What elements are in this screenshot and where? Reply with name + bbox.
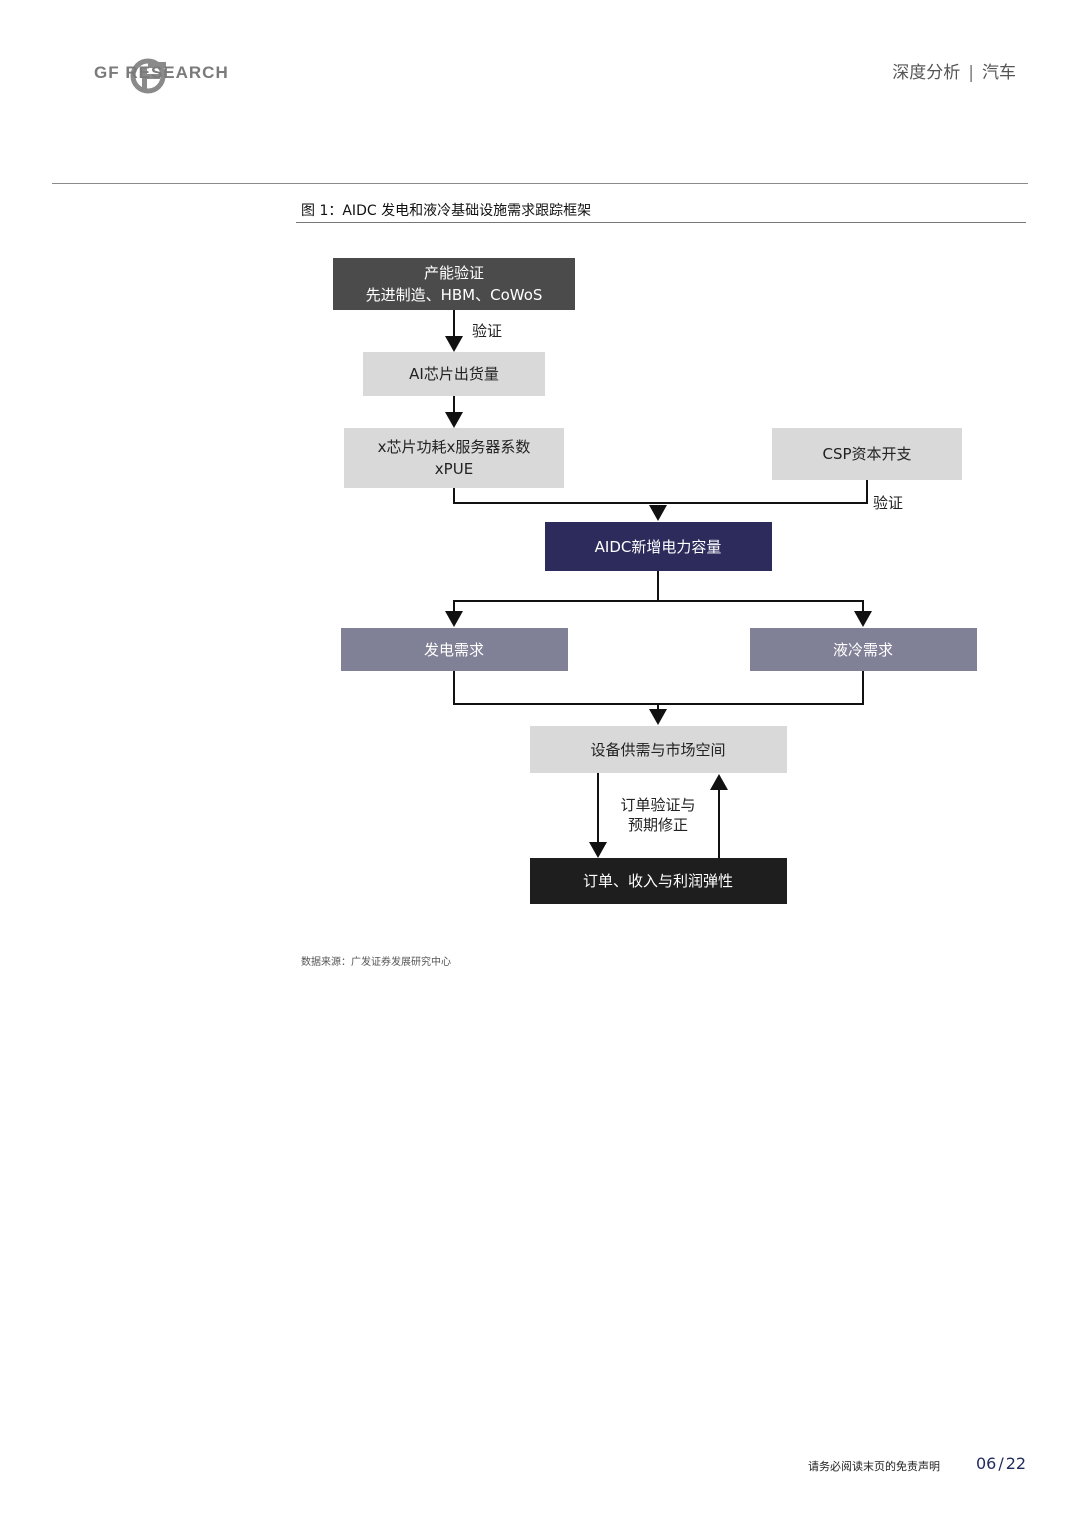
page-current: 06 [976, 1454, 997, 1473]
header-category: 深度分析 | 汽车 [892, 58, 1016, 83]
node-liquid-cooling-label: 液冷需求 [833, 641, 893, 659]
node-orders-label: 订单、收入与利润弹性 [583, 872, 733, 890]
edge-order-label-line1: 订单验证与 [620, 796, 695, 814]
footer-disclaimer: 请务必阅读末页的免责声明 [808, 1460, 940, 1473]
header-divider [52, 183, 1028, 184]
edge-merge-to-supply [453, 671, 864, 725]
node-liquid-cooling-demand: 液冷需求 [750, 628, 977, 671]
edge-aidc-split [445, 571, 872, 627]
header-section: 深度分析 [892, 63, 961, 83]
node-power-line1: x芯片功耗x服务器系数 [378, 438, 531, 456]
node-csp-label: CSP资本开支 [822, 445, 911, 463]
figure-title-divider [296, 222, 1026, 223]
brand-name: GF RESEARCH [94, 63, 229, 82]
page-number: 06/22 [976, 1454, 1026, 1473]
node-ai-chip-shipments: AI芯片出货量 [363, 352, 545, 396]
node-power-line2: xPUE [435, 460, 473, 478]
page-separator: / [998, 1454, 1004, 1473]
node-supply-label: 设备供需与市场空间 [590, 741, 725, 759]
node-equipment-supply-demand: 设备供需与市场空间 [530, 726, 787, 773]
edge-supply-to-orders [589, 773, 607, 858]
edge-order-label-line2: 预期修正 [628, 816, 688, 834]
node-capacity-subtitle: 先进制造、HBM、CoWoS [366, 286, 543, 304]
edge-capacity-to-ai-chip [445, 310, 463, 352]
node-power-generation-demand: 发电需求 [341, 628, 568, 671]
node-power-gen-label: 发电需求 [424, 641, 484, 659]
edge-orders-to-supply [710, 774, 728, 858]
edge-verify-label-2: 验证 [873, 494, 903, 512]
node-capacity-verification: 产能验证 先进制造、HBM、CoWoS [333, 258, 575, 310]
node-capacity-title: 产能验证 [424, 264, 484, 282]
node-power-formula: x芯片功耗x服务器系数 xPUE [344, 428, 564, 488]
figure-title: 图 1：AIDC 发电和液冷基础设施需求跟踪框架 [301, 203, 592, 219]
edge-ai-chip-to-power [445, 396, 463, 428]
node-aidc-label: AIDC新增电力容量 [595, 538, 722, 556]
edge-verify-label-1: 验证 [472, 322, 502, 340]
header-separator: | [968, 63, 974, 83]
node-csp-capex: CSP资本开支 [772, 428, 962, 480]
page-total: 22 [1005, 1454, 1027, 1473]
node-ai-chip-label: AI芯片出货量 [409, 365, 499, 383]
node-aidc-power-capacity: AIDC新增电力容量 [545, 522, 772, 571]
edge-merge-to-aidc [453, 480, 868, 521]
header-industry: 汽车 [982, 63, 1016, 83]
node-orders-revenue-profit: 订单、收入与利润弹性 [530, 858, 787, 904]
gf-logo-icon [130, 58, 166, 94]
figure-source: 数据来源：广发证券发展研究中心 [301, 957, 451, 968]
